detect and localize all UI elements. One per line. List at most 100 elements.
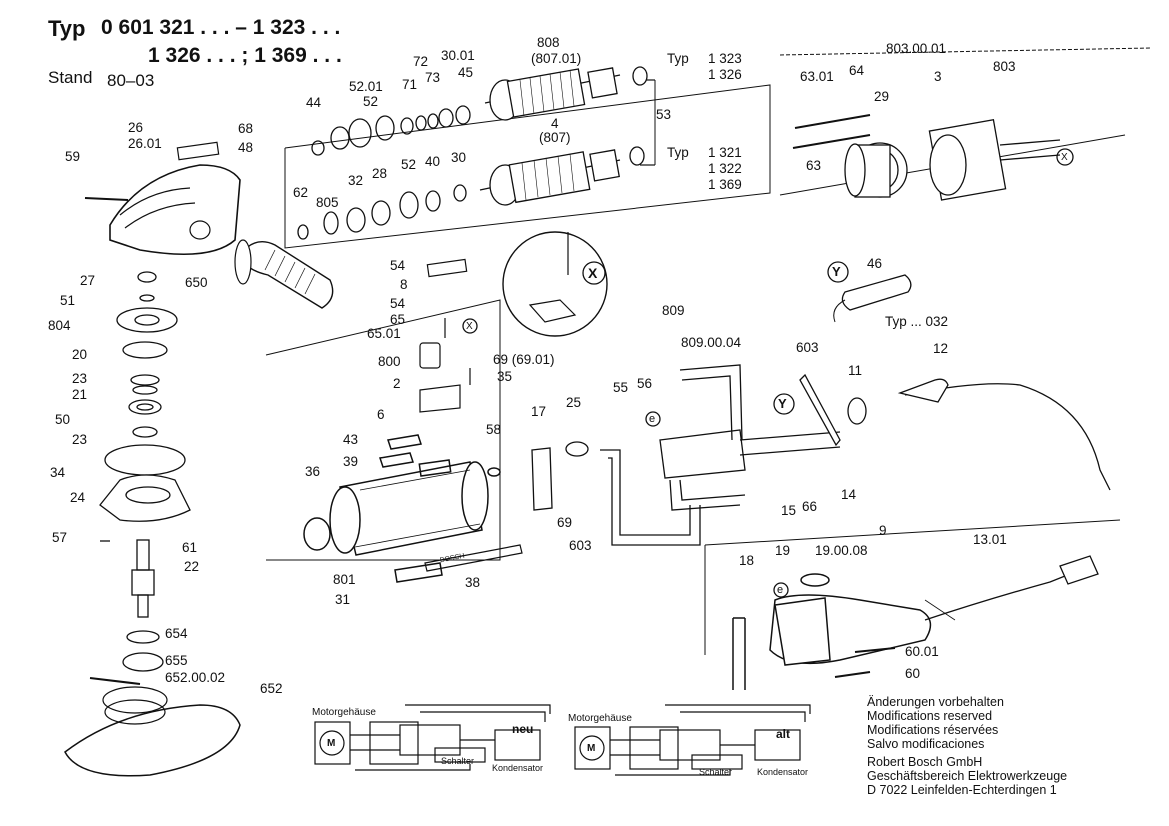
schematic-left-capacitor: Kondensator: [492, 763, 544, 773]
part-label-63: 63: [806, 158, 822, 173]
part-label-60-01: 60.01: [905, 644, 939, 659]
type-label: Typ: [48, 16, 86, 41]
part-label-64: 64: [849, 63, 865, 78]
part-label-9: 9: [879, 523, 887, 538]
part-label-50: 50: [55, 412, 71, 427]
footer-note-de: Änderungen vorbehalten: [867, 695, 1004, 709]
part-label-655: 655: [165, 653, 188, 668]
part-label-35: 35: [497, 369, 513, 384]
part-label-30: 30: [451, 150, 467, 165]
type-note-b-1: 1 321: [708, 145, 742, 160]
part-label-25: 25: [566, 395, 582, 410]
part-label-48: 48: [238, 140, 254, 155]
part-label-12: 12: [933, 341, 949, 356]
part-label-20: 20: [72, 347, 88, 362]
footer-company-name: Robert Bosch GmbH: [867, 755, 983, 769]
type-note-b-2: 1 322: [708, 161, 742, 176]
type-numbers-line2: 1 326 . . . ; 1 369 . . .: [148, 44, 342, 67]
stand-label: Stand: [48, 68, 93, 87]
part-label-650: 650: [185, 275, 208, 290]
schematic-left-motor-symbol: M: [327, 738, 336, 749]
detail-marker-x-b: X: [1061, 152, 1068, 163]
type-note-032: Typ ... 032: [885, 314, 949, 329]
part-label-30-01: 30.01: [441, 48, 475, 63]
type-note-a-label: Typ: [667, 51, 689, 66]
schematic-right-switch: Schalter: [699, 767, 733, 777]
part-label-23-a: 23: [72, 371, 88, 386]
part-label-15: 15: [781, 503, 797, 518]
part-label-26-01: 26.01: [128, 136, 162, 151]
part-label-54-b: 54: [390, 296, 406, 311]
detail-marker-e-b: e: [777, 584, 784, 596]
part-label-652: 652: [260, 681, 283, 696]
part-label-13-01: 13.01: [973, 532, 1007, 547]
part-label-63-01: 63.01: [800, 69, 834, 84]
part-label-801: 801: [333, 572, 356, 587]
detail-marker-y-a: Y: [832, 264, 841, 279]
part-label-14: 14: [841, 487, 857, 502]
part-label-36: 36: [305, 464, 321, 479]
detail-marker-x-c: X: [466, 321, 473, 332]
part-label-62: 62: [293, 185, 309, 200]
part-label-28: 28: [372, 166, 388, 181]
schematic-right-motor-housing: Motorgehäuse: [568, 713, 632, 724]
part-label-6: 6: [377, 407, 385, 422]
type-note-a-2: 1 326: [708, 67, 742, 82]
part-label-29: 29: [874, 89, 890, 104]
part-label-8: 8: [400, 277, 408, 292]
part-label-59: 59: [65, 149, 81, 164]
part-label-39: 39: [343, 454, 359, 469]
part-label-61: 61: [182, 540, 198, 555]
part-label-807: (807): [539, 130, 571, 145]
part-label-69: 69: [557, 515, 573, 530]
part-label-55: 55: [613, 380, 629, 395]
part-label-24: 24: [70, 490, 86, 505]
part-label-18: 18: [739, 553, 755, 568]
footer-company-division: Geschäftsbereich Elektrowerkzeuge: [867, 769, 1068, 783]
part-label-11: 11: [848, 363, 863, 378]
part-label-58: 58: [486, 422, 502, 437]
schematic-left-tag: neu: [512, 722, 534, 736]
part-label-3: 3: [934, 69, 942, 84]
part-label-2: 2: [393, 376, 401, 391]
type-note-b-3: 1 369: [708, 177, 742, 192]
part-label-800: 800: [378, 354, 401, 369]
schematic-left-motor-housing: Motorgehäuse: [312, 707, 376, 718]
part-label-46: 46: [867, 256, 883, 271]
part-label-69-69-01: 69 (69.01): [493, 352, 555, 367]
part-label-52-b: 52: [401, 157, 417, 172]
part-label-19: 19: [775, 543, 791, 558]
part-label-19-00-08: 19.00.08: [815, 543, 868, 558]
part-label-807-01: (807.01): [531, 51, 582, 66]
part-label-804: 804: [48, 318, 71, 333]
detail-marker-y-b: Y: [778, 396, 787, 411]
part-label-34: 34: [50, 465, 66, 480]
part-label-60: 60: [905, 666, 921, 681]
part-label-52-a: 52: [363, 94, 379, 109]
detail-marker-e-a: e: [649, 413, 656, 425]
part-label-51: 51: [60, 293, 76, 308]
part-label-22: 22: [184, 559, 200, 574]
part-label-40: 40: [425, 154, 441, 169]
part-label-23-b: 23: [72, 432, 88, 447]
part-label-66: 66: [802, 499, 818, 514]
part-label-26: 26: [128, 120, 144, 135]
part-label-17: 17: [531, 404, 547, 419]
type-note-b-label: Typ: [667, 145, 689, 160]
part-label-603-a: 603: [796, 340, 819, 355]
part-label-654: 654: [165, 626, 188, 641]
part-label-54-a: 54: [390, 258, 406, 273]
part-label-809-00-04: 809.00.04: [681, 335, 742, 350]
part-label-31: 31: [335, 592, 351, 607]
part-label-652-00-02: 652.00.02: [165, 670, 226, 685]
type-numbers-line1: 0 601 321 . . . – 1 323 . . .: [101, 16, 341, 39]
footer-note-fr: Modifications réservées: [867, 723, 999, 737]
part-label-57: 57: [52, 530, 68, 545]
part-label-53: 53: [656, 107, 672, 122]
footer-note-en: Modifications reserved: [867, 709, 993, 723]
type-note-a-1: 1 323: [708, 51, 742, 66]
part-label-27: 27: [80, 273, 96, 288]
schematic-right-tag: alt: [776, 727, 791, 741]
part-label-809: 809: [662, 303, 685, 318]
